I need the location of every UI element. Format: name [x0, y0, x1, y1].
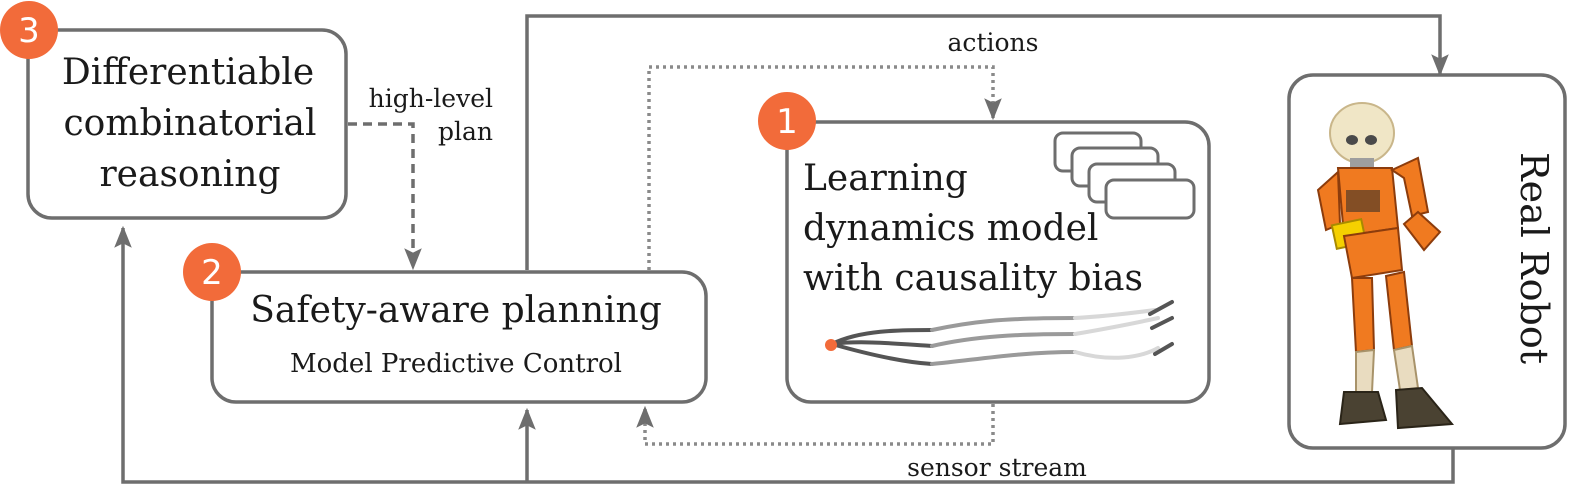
planning-box: Safety-aware planning Model Predictive C…	[210, 270, 708, 404]
actions-label: actions	[948, 28, 1039, 57]
badge-3: 3	[0, 1, 58, 59]
sensor-dot	[825, 339, 837, 351]
high-level-plan-label-1: high-level	[369, 84, 493, 113]
badge-3-number: 3	[18, 11, 40, 51]
reasoning-line-3: reasoning	[99, 154, 280, 195]
dynamics-line-3: with causality bias	[803, 258, 1143, 299]
feedback-connector	[114, 225, 1455, 484]
trajectory-icon	[830, 300, 1174, 366]
planning-to-robot-connector	[525, 14, 1449, 270]
high-level-plan-connector	[348, 122, 422, 271]
robot-label: Real Robot	[1512, 152, 1556, 364]
badge-1-number: 1	[776, 102, 798, 142]
badge-1: 1	[758, 92, 816, 150]
dynamics-line-1: Learning	[803, 158, 968, 199]
model-stack-icon	[1053, 131, 1196, 220]
reasoning-line-2: combinatorial	[63, 103, 316, 144]
badge-2: 2	[183, 243, 241, 301]
planning-title: Safety-aware planning	[250, 290, 662, 331]
sensor-stream-connector	[636, 404, 995, 446]
robot-box: Real Robot	[1287, 73, 1567, 450]
sensor-stream-label: sensor stream	[907, 453, 1087, 482]
reasoning-line-1: Differentiable	[62, 52, 314, 93]
reasoning-box: Differentiable combinatorial reasoning	[26, 28, 348, 220]
high-level-plan-label-2: plan	[438, 117, 493, 146]
humanoid-robot-image	[1316, 102, 1455, 430]
dynamics-box: Learning dynamics model with causality b…	[785, 120, 1211, 404]
badge-2-number: 2	[201, 253, 223, 293]
dynamics-line-2: dynamics model	[803, 208, 1098, 249]
planning-subtitle: Model Predictive Control	[290, 349, 622, 379]
